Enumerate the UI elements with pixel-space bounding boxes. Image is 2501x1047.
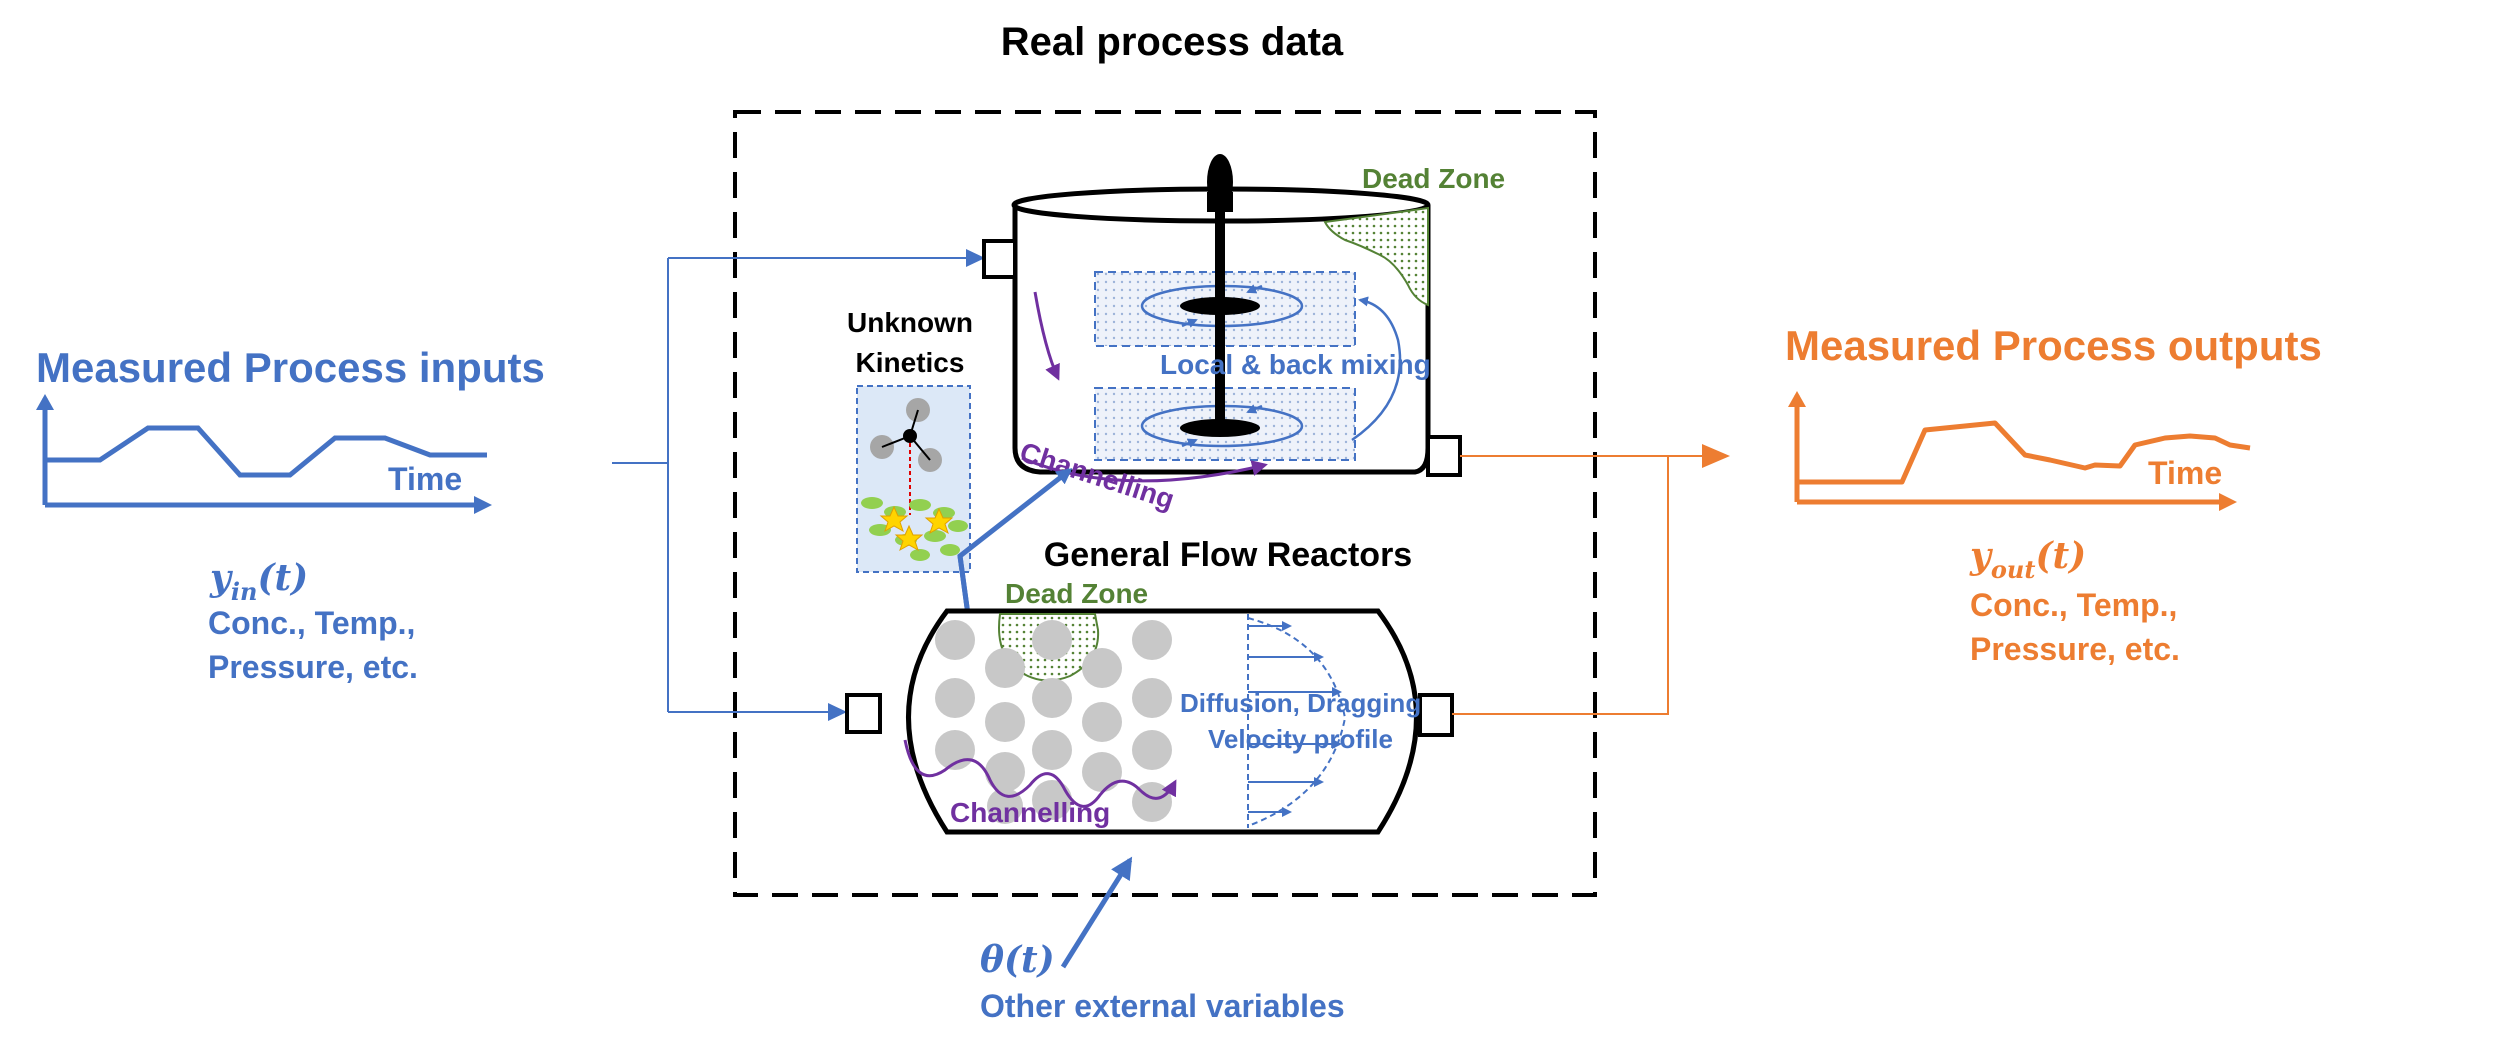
inputs-signal-curve <box>45 425 487 478</box>
dead-zone-top-label: Dead Zone <box>1362 163 1505 194</box>
diffusion-dragging-label: Diffusion, Dragging <box>1180 688 1421 718</box>
cstr-outlet-nozzle <box>1426 435 1462 477</box>
external-symbol: θ(t) <box>980 939 1055 981</box>
outputs-vars-line1: Conc., Temp., <box>1970 587 2177 623</box>
outputs-label: Measured Process outputs <box>1785 322 2322 369</box>
stirred-tank-reactor <box>982 154 1462 483</box>
unknown-kinetics-line2: Kinetics <box>856 347 965 378</box>
external-variables: θ(t) Other external variables <box>980 856 1345 1024</box>
back-mixing-arrow <box>1351 296 1402 442</box>
inputs-section: Measured Process inputs Time yin(t) Conc… <box>36 344 545 685</box>
velocity-profile-label: Velocity profile <box>1208 724 1393 754</box>
dead-zone-bottom-label: Dead Zone <box>1005 578 1148 609</box>
process-boundary-box <box>733 110 1597 897</box>
outputs-section: Measured Process outputs Time yout(t) Co… <box>1785 322 2322 667</box>
impeller-shaft <box>1215 205 1225 430</box>
outputs-symbol: yout(t) <box>1969 535 2086 584</box>
diagram-title: Real process data <box>1001 20 1344 64</box>
outputs-connector <box>1452 444 1730 715</box>
outputs-signal-curve <box>1797 420 2251 485</box>
upper-impeller <box>1180 297 1260 315</box>
inputs-time-label: Time <box>388 461 462 497</box>
outputs-vars-line2: Pressure, etc. <box>1970 631 2180 667</box>
local-back-mixing-label: Local & back mixing <box>1160 349 1431 380</box>
external-variables-arrow <box>1060 856 1133 969</box>
cstr-channelling-flow <box>1021 456 1268 483</box>
inputs-vars-line1: Conc., Temp., <box>208 605 415 641</box>
inputs-y-arrowhead <box>36 394 54 410</box>
outputs-y-arrowhead <box>1788 391 1806 407</box>
cstr-inlet-nozzle <box>982 239 1017 279</box>
inputs-symbol: yin(t) <box>209 557 308 606</box>
inputs-connector <box>612 249 985 721</box>
lower-impeller <box>1180 419 1260 437</box>
tube-outlet-nozzle <box>1418 693 1454 737</box>
cstr-channelling-arrow <box>1033 291 1060 381</box>
unknown-kinetics-panel: Unknown Kinetics <box>847 307 973 573</box>
external-label: Other external variables <box>980 988 1345 1024</box>
general-flow-reactors-label: General Flow Reactors <box>1044 536 1412 574</box>
inputs-axes <box>42 398 485 508</box>
inputs-x-arrowhead <box>474 496 492 514</box>
tubular-reactor <box>845 608 1454 835</box>
tube-channelling-flow <box>903 739 1177 808</box>
outputs-time-label: Time <box>2148 455 2222 491</box>
tube-inlet-nozzle <box>845 693 882 734</box>
cstr-dead-zone <box>1323 206 1429 307</box>
unknown-kinetics-line1: Unknown <box>847 307 973 338</box>
inputs-label: Measured Process inputs <box>36 344 545 391</box>
outputs-x-arrowhead <box>2219 493 2237 511</box>
inputs-vars-line2: Pressure, etc. <box>208 649 418 685</box>
channelling-bottom-label: Channelling <box>950 797 1110 828</box>
